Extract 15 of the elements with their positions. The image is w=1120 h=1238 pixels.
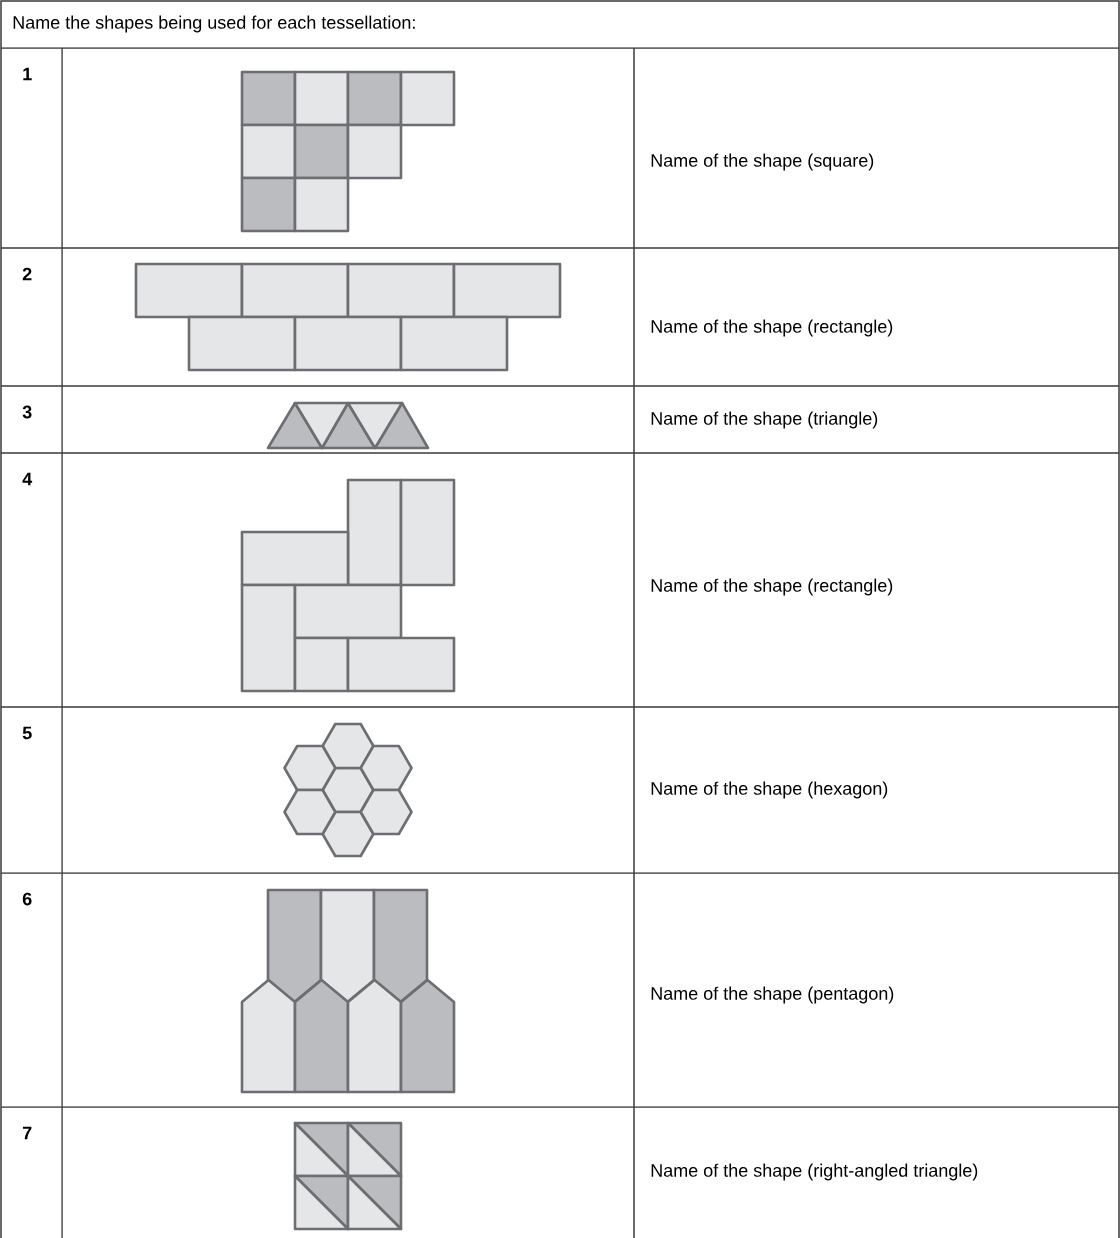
row-number: 7 <box>22 1126 32 1140</box>
answer-text: Name of the shape (rectangle) <box>651 319 893 337</box>
row-number: 1 <box>23 67 32 81</box>
row-number: 5 <box>22 726 32 740</box>
row-number: 3 <box>22 405 32 419</box>
row-number: 6 <box>22 892 32 906</box>
answer-text: Name of the shape (triangle) <box>651 411 878 429</box>
answer-text: Name of the shape (hexagon) <box>651 781 888 799</box>
answer-text: Name of the shape (square) <box>651 153 874 171</box>
row-number: 2 <box>22 267 32 281</box>
answer-text: Name of the shape (right-angled triangle) <box>651 1163 978 1181</box>
answer-text: Name of the shape (rectangle) <box>651 578 893 596</box>
instruction-text: Name the shapes being used for each tessellation: <box>13 15 415 33</box>
row-number: 4 <box>22 472 33 486</box>
answer-text: Name of the shape (pentagon) <box>651 986 894 1004</box>
